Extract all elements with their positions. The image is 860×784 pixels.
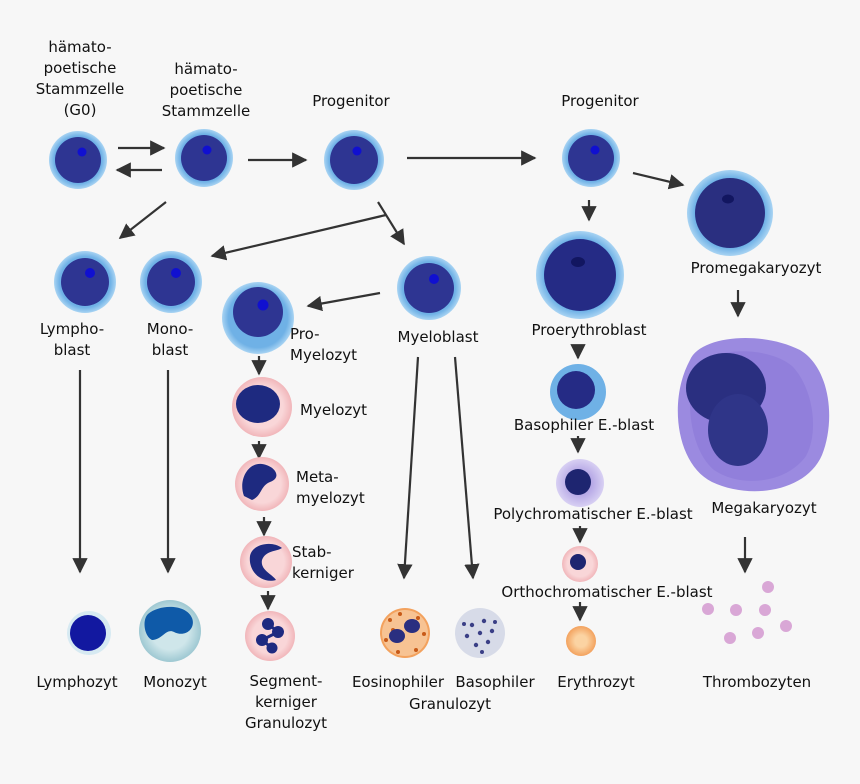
label-promyelozyt: Pro- Myelozyt xyxy=(290,325,357,364)
label-line: Pro- xyxy=(290,325,320,343)
label-line: blast xyxy=(54,341,91,359)
arrow-myeloblast-to-promyelozyt xyxy=(306,291,381,312)
label-line: Orthochromatischer E.-blast xyxy=(501,583,712,601)
label-line: Meta- xyxy=(296,468,339,486)
label-line: Myelozyt xyxy=(300,401,367,419)
label-line: Granulozyt xyxy=(245,714,327,732)
label-prog-2: Progenitor xyxy=(561,92,639,110)
proerythroblast-cell xyxy=(536,231,624,319)
label-stabkerniger: Stab-kerniger xyxy=(292,543,355,582)
basophiler-e-blast-cell xyxy=(550,364,606,420)
label-granulozyt-shared: Granulozyt xyxy=(409,695,491,713)
label-prog-1: Progenitor xyxy=(312,92,390,110)
label-line: Stammzelle xyxy=(162,102,250,120)
label-metamyelozyt: Meta-myelozyt xyxy=(296,468,365,507)
label-erythrozyt: Erythrozyt xyxy=(557,673,635,691)
label-poly-eblast: Polychromatischer E.-blast xyxy=(493,505,692,523)
label-monozyt: Monozyt xyxy=(143,673,207,691)
label-line: poetische xyxy=(44,59,117,77)
arrow-myeloblast-to-basophiler xyxy=(453,356,480,580)
label-line: hämato- xyxy=(174,60,237,78)
arrow-myeloblast-to-eosinophiler xyxy=(397,356,420,580)
progenitor-2-cell xyxy=(562,129,620,187)
label-ortho-eblast: Orthochromatischer E.-blast xyxy=(501,583,712,601)
monoblast-cell xyxy=(140,251,202,313)
label-line: myelozyt xyxy=(296,489,365,507)
label-line: Progenitor xyxy=(561,92,639,110)
polychromatischer-e-blast-cell xyxy=(556,459,604,507)
label-myelozyt: Myelozyt xyxy=(300,401,367,419)
label-myeloblast: Myeloblast xyxy=(398,328,479,346)
label-line: (G0) xyxy=(64,101,97,119)
label-line: Thrombozyten xyxy=(702,673,811,691)
label-lymphozyt: Lymphozyt xyxy=(36,673,117,691)
label-eosinophiler: Eosinophiler xyxy=(352,673,445,691)
label-lymphoblast: Lympho-blast xyxy=(40,320,104,359)
megakaryozyt-cell xyxy=(677,337,830,492)
arrow-progenitor-2-to-promegakaryozyt xyxy=(632,171,685,190)
metamyelozyt-cell xyxy=(235,457,289,511)
arrow-progenitor-1-to-monoblast xyxy=(210,213,387,261)
label-line: Lympho- xyxy=(40,320,104,338)
basophiler-granulozyt-cell xyxy=(455,608,505,658)
label-line: kerniger xyxy=(292,564,355,582)
orthochromatischer-e-blast-cell xyxy=(562,546,598,582)
label-line: Stab- xyxy=(292,543,332,561)
arrow-hsc-to-lymphoblast xyxy=(118,201,167,239)
lymphozyt-cell xyxy=(67,611,111,655)
label-megakaryozyt: Megakaryozyt xyxy=(711,499,816,517)
label-line: Basophiler E.-blast xyxy=(514,416,654,434)
label-line: hämato- xyxy=(48,38,111,56)
monozyt-cell xyxy=(139,600,201,662)
label-line: Basophiler xyxy=(455,673,535,691)
label-baso-eblast: Basophiler E.-blast xyxy=(514,416,654,434)
label-line: Granulozyt xyxy=(409,695,491,713)
stem-cell-hsc xyxy=(175,129,233,187)
label-proerythroblast: Proerythroblast xyxy=(531,321,646,339)
label-thrombozyten: Thrombozyten xyxy=(702,673,811,691)
label-line: Lymphozyt xyxy=(36,673,117,691)
label-line: Eosinophiler xyxy=(352,673,445,691)
myeloblast-cell xyxy=(397,256,461,320)
label-line: Monozyt xyxy=(143,673,207,691)
progenitor-1-cell xyxy=(324,130,384,190)
arrow-progenitor-1-to-myeloblast xyxy=(377,201,405,246)
erythrozyt-cell xyxy=(566,626,596,656)
label-line: kerniger xyxy=(255,693,318,711)
segmentkerniger-granulozyt-cell xyxy=(245,611,295,661)
label-monoblast: Mono-blast xyxy=(147,320,194,359)
lymphoblast-cell xyxy=(54,251,116,313)
label-line: Polychromatischer E.-blast xyxy=(493,505,692,523)
label-line: Megakaryozyt xyxy=(711,499,816,517)
label-line: Promegakaryozyt xyxy=(691,259,822,277)
myelozyt-cell xyxy=(232,377,292,437)
label-line: Proerythroblast xyxy=(531,321,646,339)
label-line: Mono- xyxy=(147,320,194,338)
label-line: Myelozyt xyxy=(290,346,357,364)
label-line: Segment- xyxy=(250,672,323,690)
arrows xyxy=(72,140,753,622)
thrombozyten-cells xyxy=(702,581,792,644)
promyelozyt-cell xyxy=(222,282,294,354)
stem-cell-g0 xyxy=(49,131,107,189)
label-basophiler: Basophiler xyxy=(455,673,535,691)
label-promegakaryozyt: Promegakaryozyt xyxy=(691,259,822,277)
eosinophiler-granulozyt-cell xyxy=(380,608,430,658)
label-line: blast xyxy=(152,341,189,359)
promegakaryozyt-cell xyxy=(687,170,773,256)
stabkerniger-cell xyxy=(240,536,292,588)
label-line: Myeloblast xyxy=(398,328,479,346)
label-line: Stammzelle xyxy=(36,80,124,98)
label-line: Erythrozyt xyxy=(557,673,635,691)
label-line: Progenitor xyxy=(312,92,390,110)
label-line: poetische xyxy=(170,81,243,99)
